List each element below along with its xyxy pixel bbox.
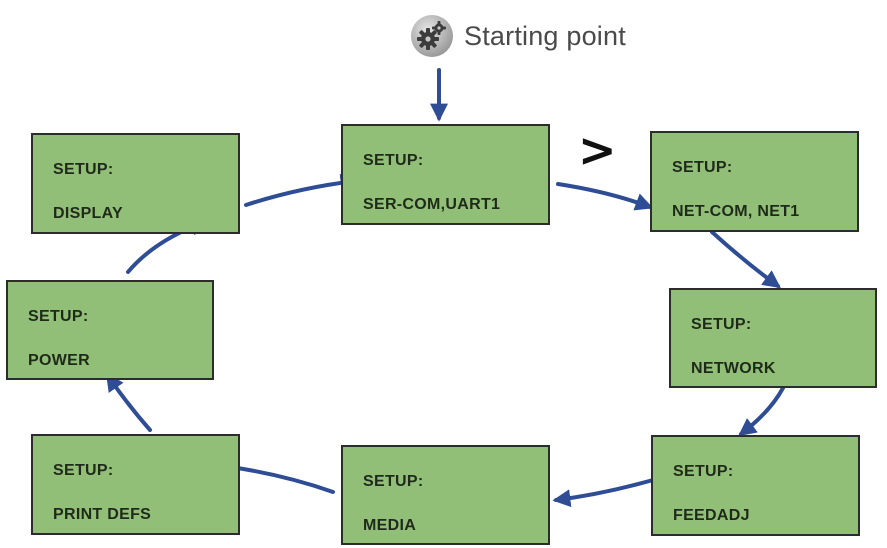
screen-power: SETUP: POWER bbox=[6, 280, 214, 380]
arrow-ser-com-to-net-com bbox=[556, 182, 654, 211]
screen-line-2: MEDIA bbox=[363, 517, 417, 534]
screen-line-1: SETUP: bbox=[363, 473, 424, 490]
current-position-marker: > bbox=[578, 123, 617, 177]
screen-media: SETUP: MEDIA bbox=[341, 445, 550, 545]
screen-line-2: DISPLAY bbox=[53, 205, 123, 222]
screen-line-1: SETUP: bbox=[672, 159, 733, 176]
arrow-media-to-print-defs bbox=[220, 459, 335, 494]
screen-line-2: NET-COM, NET1 bbox=[672, 203, 800, 220]
screen-line-1: SETUP: bbox=[53, 462, 114, 479]
screen-net-com: SETUP: NET-COM, NET1 bbox=[650, 131, 859, 232]
arrow-print-defs-to-power bbox=[105, 373, 152, 432]
starting-point: Starting point bbox=[410, 12, 626, 60]
screen-ser-com: SETUP: SER-COM,UART1 bbox=[341, 124, 550, 225]
arrow-net-com-to-network bbox=[710, 230, 781, 289]
screen-print-defs: SETUP: PRINT DEFS bbox=[31, 434, 240, 535]
screen-line-1: SETUP: bbox=[53, 161, 114, 178]
screen-line-1: SETUP: bbox=[28, 308, 89, 325]
screen-line-1: SETUP: bbox=[691, 316, 752, 333]
arrow-display-to-ser-com bbox=[244, 173, 359, 207]
screen-feedadj: SETUP: FEEDADJ bbox=[651, 435, 860, 536]
screen-line-2: PRINT DEFS bbox=[53, 506, 152, 523]
screen-line-1: SETUP: bbox=[673, 463, 734, 480]
arrow-feedadj-to-media bbox=[552, 476, 662, 508]
screen-display: SETUP: DISPLAY bbox=[31, 133, 240, 234]
screen-line-2: FEEDADJ bbox=[673, 507, 750, 524]
arrow-network-to-feedadj bbox=[738, 386, 785, 437]
screen-line-2: POWER bbox=[28, 352, 90, 369]
screen-line-2: NETWORK bbox=[691, 360, 776, 377]
screen-line-1: SETUP: bbox=[363, 152, 424, 169]
screen-network: SETUP: NETWORK bbox=[669, 288, 877, 388]
screen-line-2: SER-COM,UART1 bbox=[363, 196, 501, 213]
gears-icon bbox=[411, 15, 453, 57]
starting-point-label: Starting point bbox=[464, 20, 626, 51]
